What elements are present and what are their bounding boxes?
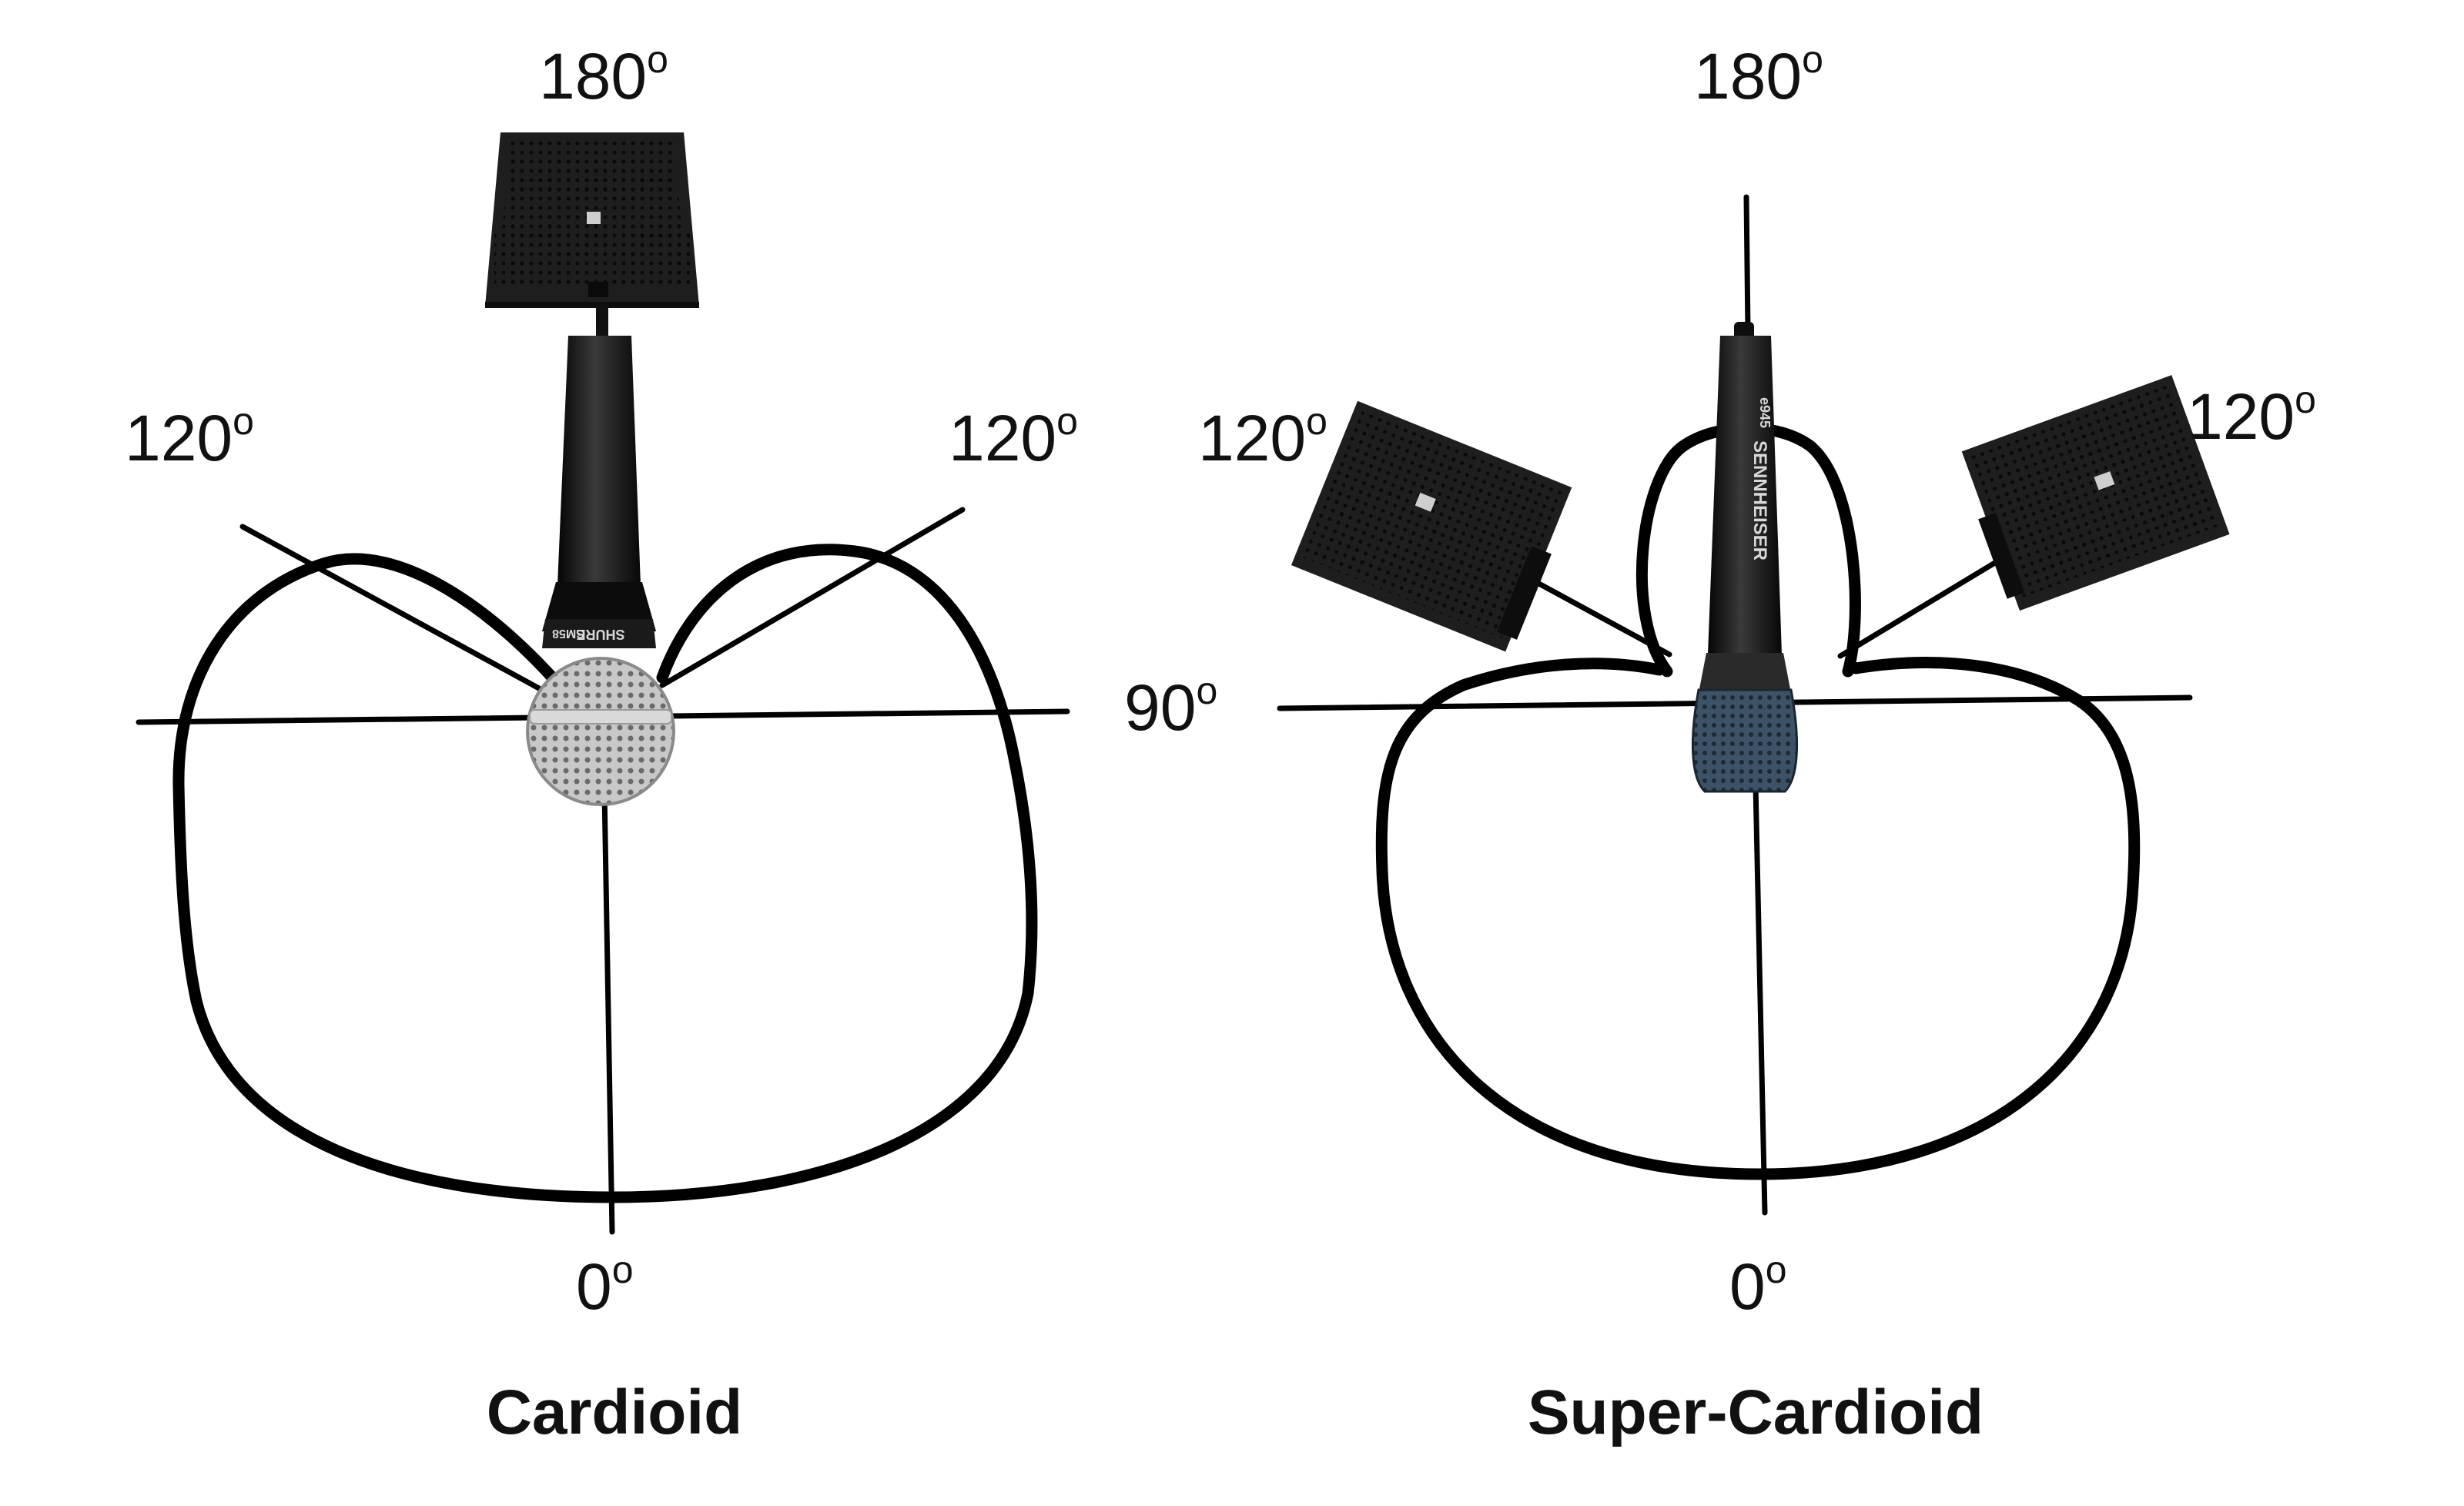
pattern-title: Super-Cardioid xyxy=(1528,1377,1984,1447)
angle-label-120-right: 120o xyxy=(949,400,1078,474)
mic-brand-label: SENNHEISER xyxy=(1749,440,1770,561)
super-cardioid-diagram: SENNHEISER e945 180o 120o 120o 90o 0o Su… xyxy=(1124,38,2316,1447)
mic-grille xyxy=(1691,688,1799,793)
mic-brand-label: SHURE xyxy=(576,627,624,642)
angle-label-120-right: 120o xyxy=(2187,378,2316,453)
angle-label-120-left: 120o xyxy=(1198,400,1327,474)
angle-label-0: 0o xyxy=(576,1248,634,1323)
handheld-microphone-icon: SHURE SM58 xyxy=(526,305,675,806)
stage-monitor-speaker-icon xyxy=(485,132,699,308)
pattern-title: Cardioid xyxy=(487,1377,743,1447)
angle-label-180: 180o xyxy=(539,38,668,112)
mic-grille xyxy=(526,657,675,806)
mic-model-label: e945 xyxy=(1757,397,1773,428)
cardioid-pattern-curve xyxy=(172,544,1038,1203)
angle-label-0: 0o xyxy=(1729,1248,1787,1323)
angle-label-120-left: 120o xyxy=(125,400,254,474)
axis-0-line xyxy=(601,790,615,1235)
mic-model-label: SM58 xyxy=(552,627,584,640)
axis-180-line xyxy=(1743,194,1751,334)
axis-0-line xyxy=(1753,782,1768,1216)
angle-label-90: 90o xyxy=(1124,669,1217,744)
angle-label-180: 180o xyxy=(1694,38,1823,112)
super-cardioid-front-lobe xyxy=(1375,657,2141,1180)
axis-120-right-line xyxy=(659,507,966,688)
handheld-microphone-icon: SENNHEISER e945 xyxy=(1691,322,1799,793)
axis-120-left-line xyxy=(239,524,542,691)
stage-monitor-speaker-icon xyxy=(1961,375,2230,611)
cardioid-diagram: SHURE SM58 180o 120o 120o 0o Cardioid xyxy=(125,38,1078,1447)
stage-monitor-speaker-icon xyxy=(1291,400,1572,652)
